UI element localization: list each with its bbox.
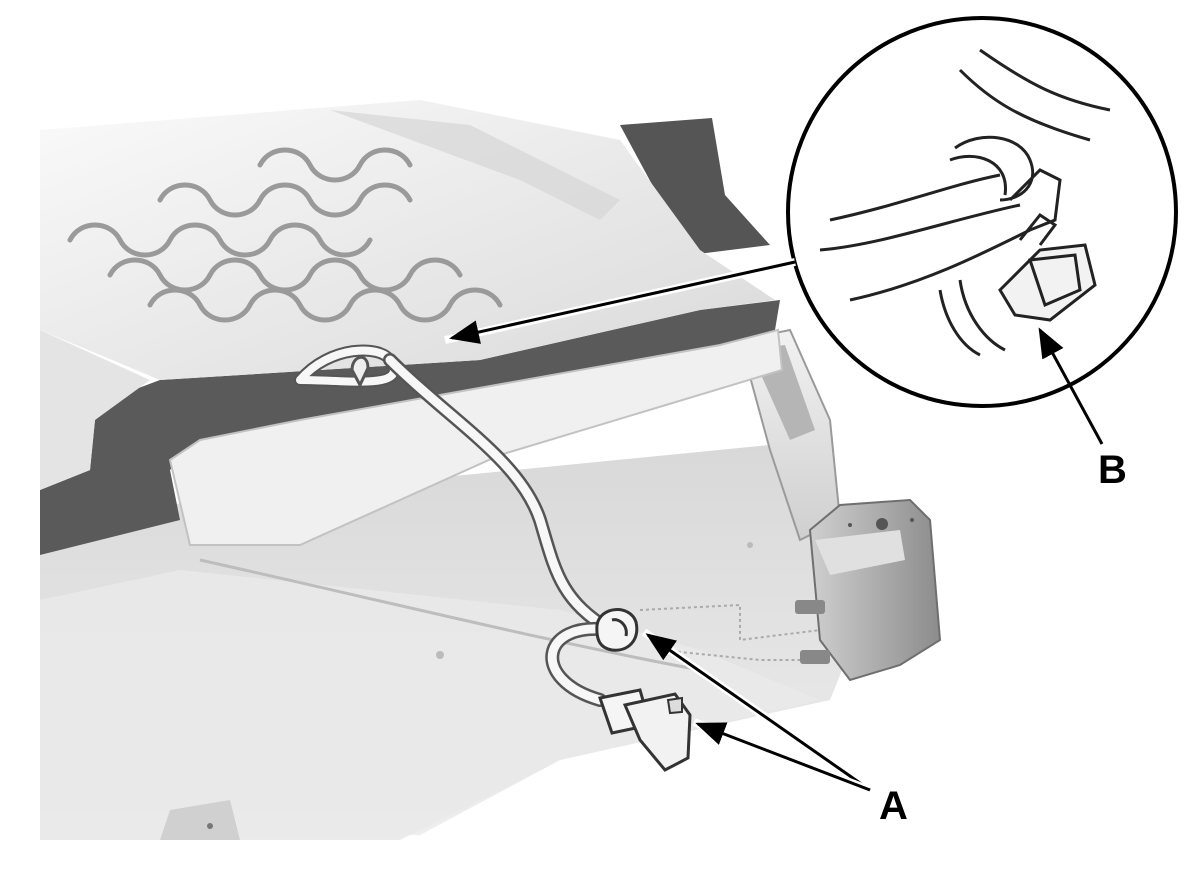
harness-connector xyxy=(598,688,692,772)
detail-inset xyxy=(786,16,1178,408)
seat-frame-panel xyxy=(40,118,780,555)
callout-label-b: B xyxy=(1098,448,1127,492)
wire-harness xyxy=(294,344,617,707)
callout-label-a: A xyxy=(879,784,908,828)
harness-clip xyxy=(595,608,639,652)
callout-b-arrow xyxy=(1038,327,1104,445)
callout-a-arrows xyxy=(641,628,873,794)
inset-leader-arrow xyxy=(444,258,796,344)
seat-hinge-bracket xyxy=(795,498,942,682)
